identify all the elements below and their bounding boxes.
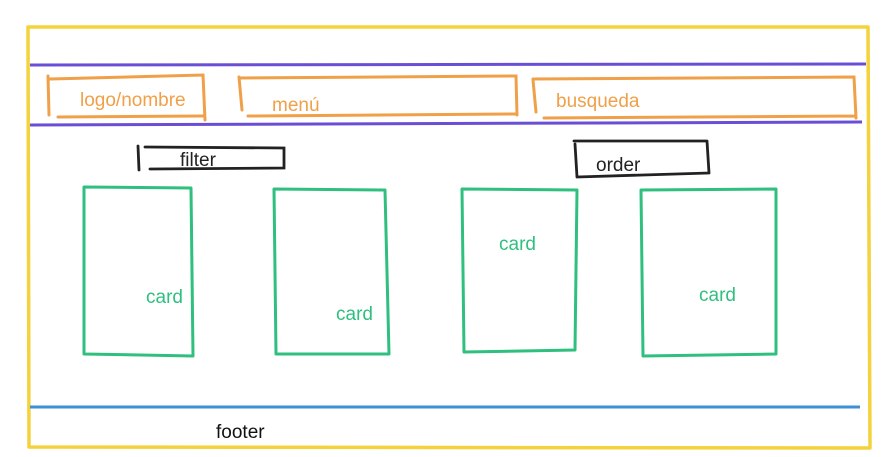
menu-label: menú — [272, 95, 320, 116]
menu-box[interactable] — [237, 74, 519, 118]
logo-label: logo/nombre — [80, 90, 186, 111]
page-frame — [26, 25, 872, 450]
card-3-label: card — [499, 234, 536, 255]
order-label: order — [596, 155, 641, 176]
header-top-line — [29, 62, 867, 67]
header-bottom-line — [29, 120, 863, 127]
filter-box[interactable] — [136, 144, 286, 172]
card-4[interactable] — [639, 187, 778, 358]
card-1[interactable] — [82, 185, 195, 358]
card-3[interactable] — [460, 187, 579, 354]
card-2-label: card — [336, 304, 373, 325]
search-label: busqueda — [556, 91, 640, 112]
search-box[interactable] — [531, 75, 858, 120]
footer-label: footer — [216, 422, 265, 443]
card-4-label: card — [699, 285, 736, 306]
filter-label: filter — [180, 150, 217, 171]
logo-box[interactable] — [46, 73, 207, 122]
card-1-label: card — [146, 287, 183, 308]
card-2[interactable] — [272, 187, 391, 356]
order-box[interactable] — [572, 139, 711, 179]
